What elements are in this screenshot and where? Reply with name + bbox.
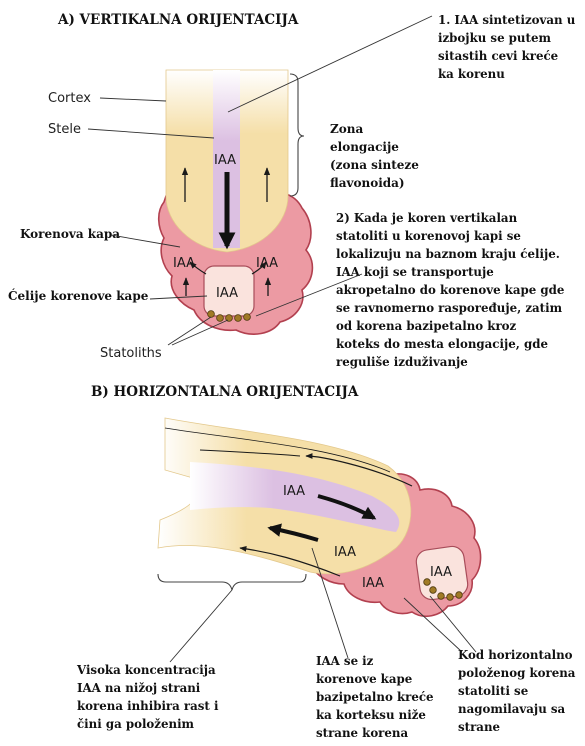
svg-text:statoliti u korenovoj kapi se: statoliti u korenovoj kapi se [336, 229, 521, 243]
svg-text:elongacije: elongacije [330, 140, 399, 154]
svg-text:strane: strane [458, 720, 500, 734]
leader-statoliths-1 [168, 317, 211, 345]
svg-text:Kod horizontalno: Kod horizontalno [458, 648, 573, 662]
iaa-label-stele: IAA [214, 153, 236, 168]
svg-text:koteks do mesta elongacije, gd: koteks do mesta elongacije, gde [336, 337, 548, 351]
note-right: Kod horizontalno položenog korena statol… [458, 648, 576, 734]
svg-text:strane korena: strane korena [316, 726, 408, 740]
svg-text:od korena bazipetalno kroz: od korena bazipetalno kroz [336, 319, 517, 333]
svg-text:reguliše izduživanje: reguliše izduživanje [336, 355, 468, 369]
note-left: Visoka koncentracija IAA na nižoj strani… [76, 663, 219, 731]
svg-text:lokalizuju na baznom kraju ćel: lokalizuju na baznom kraju ćelije. [336, 247, 560, 261]
svg-text:Visoka koncentracija: Visoka koncentracija [76, 663, 216, 677]
iaa-label-cap-left: IAA [173, 256, 195, 271]
svg-text:korenove kape: korenove kape [316, 672, 412, 686]
svg-text:se ravnomerno raspoređuje, zat: se ravnomerno raspoređuje, zatim [336, 301, 563, 315]
iaa-label-cap-h: IAA [362, 576, 384, 591]
iaa-label-stele-h: IAA [283, 484, 305, 499]
svg-text:IAA na nižoj strani: IAA na nižoj strani [77, 681, 201, 695]
iaa-label-cap-cell-h: IAA [430, 565, 452, 580]
title-horizontal: B) HORIZONTALNA ORIJENTACIJA [91, 384, 359, 400]
label-statoliths: Statoliths [100, 346, 162, 361]
note-mid: IAA se iz korenove kape bazipetalno kreć… [316, 654, 434, 740]
label-celije-korenove-kape: Ćelije korenove kape [8, 287, 149, 303]
iaa-label-cap-cell: IAA [216, 286, 238, 301]
iaa-label-cortex-h: IAA [334, 545, 356, 560]
leader-note-left [170, 590, 232, 662]
title-vertical: A) VERTIKALNA ORIJENTACIJA [57, 12, 299, 28]
svg-text:korena inhibira rast i: korena inhibira rast i [77, 699, 219, 713]
svg-text:IAA se iz: IAA se iz [316, 654, 374, 668]
svg-text:ka korteksu niže: ka korteksu niže [316, 708, 426, 722]
svg-text:flavonoida): flavonoida) [330, 176, 405, 190]
note-2: 2) Kada je koren vertikalan statoliti u … [336, 211, 564, 369]
zona-elongacije-label: Zona elongacije (zona sinteze flavonoida… [330, 122, 419, 190]
svg-text:Zona: Zona [330, 122, 363, 136]
svg-text:ka korenu: ka korenu [438, 67, 505, 81]
svg-text:bazipetalno kreće: bazipetalno kreće [316, 690, 434, 704]
svg-text:IAA koji se transportuje: IAA koji se transportuje [336, 265, 494, 279]
note-1: 1. IAA sintetizovan u izbojku se putem s… [438, 13, 576, 81]
svg-text:statoliti se: statoliti se [458, 684, 528, 698]
svg-text:1. IAA sintetizovan u: 1. IAA sintetizovan u [438, 13, 576, 27]
svg-text:sitastih cevi kreće: sitastih cevi kreće [438, 49, 558, 63]
label-cortex: Cortex [48, 91, 91, 106]
svg-text:(zona sinteze: (zona sinteze [330, 158, 419, 172]
elongation-zone-bracket [290, 74, 304, 196]
svg-text:izbojku se putem: izbojku se putem [438, 31, 551, 45]
svg-text:akropetalno do korenove kape g: akropetalno do korenove kape gde [336, 283, 564, 297]
label-korenova-kapa: Korenova kapa [20, 227, 120, 241]
leader-note-1 [228, 16, 432, 112]
svg-text:nagomilavaju sa: nagomilavaju sa [458, 702, 566, 716]
label-stele: Stele [48, 122, 81, 137]
svg-text:čini ga položenim: čini ga položenim [77, 717, 195, 731]
leader-cortex [100, 98, 166, 101]
svg-text:položenog korena: položenog korena [458, 666, 576, 680]
iaa-label-cap-right: IAA [256, 256, 278, 271]
svg-text:2) Kada je koren vertikalan: 2) Kada je koren vertikalan [336, 211, 518, 225]
lower-side-bracket [158, 574, 306, 590]
